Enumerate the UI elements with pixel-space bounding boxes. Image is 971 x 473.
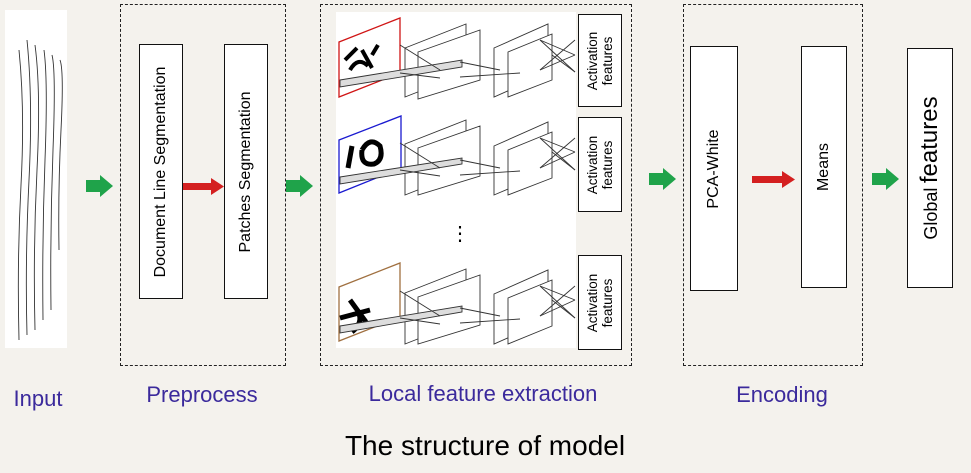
arrow-local-to-encoding [649,168,676,190]
local-feature-extraction-container [320,4,632,366]
activation-features-box-1: Activation features [578,14,622,107]
activation-features-box-3: Activation features [578,255,622,350]
diagram-caption: The structure of model [344,430,626,461]
arrow-line-to-patches [183,178,224,195]
cnn-row-3 [338,262,576,345]
arrow-preprocess-to-local [286,175,313,197]
patches-segmentation-box: Patches Segmentation [224,44,268,299]
handwritten-document-image [5,10,67,348]
cnn-row-2 [338,115,576,196]
stage-label-input: Input [13,386,63,411]
document-line-segmentation-box: Document Line Segmentation [139,44,183,299]
stage-label-preprocess: Preprocess [146,382,258,407]
cnn-row-1 [338,17,576,100]
arrow-pca-to-means [752,171,795,188]
handwriting-strokes [17,39,63,341]
arrow-input-to-preprocess [86,175,113,197]
means-box: Means [801,46,847,288]
global-features-box: Global features [907,48,953,288]
activation-features-box-2: Activation features [578,117,622,212]
preprocess-container [120,4,286,366]
stage-label-encoding: Encoding [736,382,828,407]
stage-label-local: Local feature extraction [368,381,598,406]
pca-white-box: PCA-White [690,46,738,291]
arrow-encoding-to-global [872,168,899,190]
encoding-container [683,4,863,366]
vertical-ellipsis: ⋮ [450,223,470,245]
